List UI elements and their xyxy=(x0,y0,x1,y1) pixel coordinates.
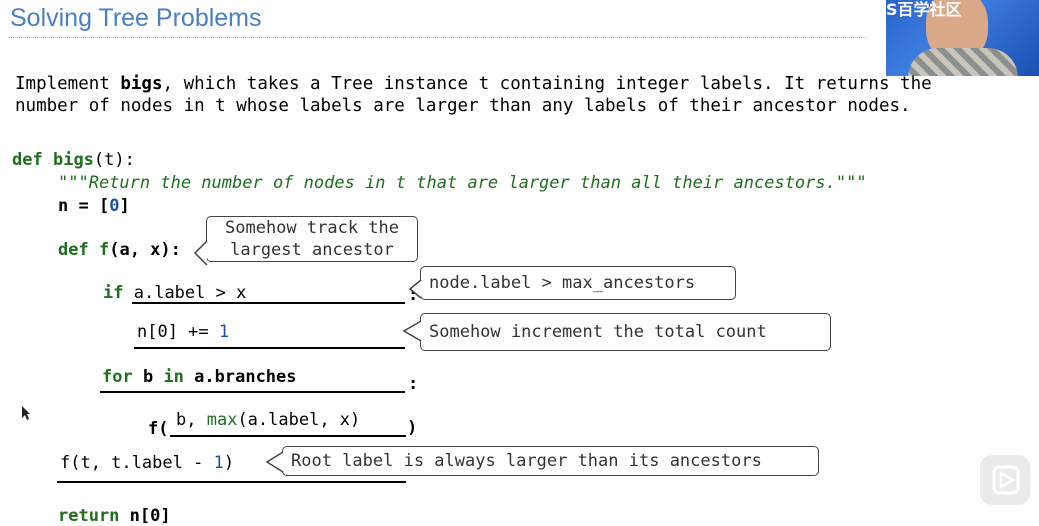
if-line: if a.label > x xyxy=(103,283,247,303)
function-name-bigs: bigs xyxy=(120,74,163,94)
play-button[interactable] xyxy=(980,455,1030,505)
if-blank-underline xyxy=(132,302,405,304)
callout-compare: node.label > max_ancestors xyxy=(420,266,736,300)
description-line-2: number of nodes in t whose labels are la… xyxy=(15,96,911,116)
top-call-underline xyxy=(57,481,406,483)
page-title: Solving Tree Problems xyxy=(10,4,262,32)
def-f-line: def f(a, x): xyxy=(58,240,181,260)
callout-root: Root label is always larger than its anc… xyxy=(282,446,819,476)
top-call-line: f(t, t.label - 1) xyxy=(60,453,235,473)
docstring-line: """Return the number of nodes in t that … xyxy=(58,173,867,193)
recursive-call-args: b, max(a.label, x) xyxy=(176,410,361,430)
description-line-1: Implement bigs, which takes a Tree insta… xyxy=(15,74,932,94)
recursive-call-f: f( xyxy=(148,419,169,439)
for-underline xyxy=(100,391,405,393)
presenter-video[interactable]: S百学社区 xyxy=(886,0,1039,76)
play-icon xyxy=(992,465,1020,495)
for-line: for b in a.branches xyxy=(102,367,297,387)
presenter-shirt xyxy=(908,48,1018,76)
callout-track-largest: Somehow track the largest ancestor xyxy=(206,216,418,262)
def-bigs-line: def bigs(t): xyxy=(12,150,135,170)
increment-underline xyxy=(134,347,405,349)
callout-pointer xyxy=(193,240,208,266)
mouse-pointer-icon xyxy=(22,406,30,420)
watermark: S百学社区 xyxy=(886,0,962,19)
increment-line: n[0] += 1 xyxy=(137,322,230,342)
return-line: return n[0] xyxy=(58,506,171,526)
title-divider xyxy=(8,37,866,38)
callout-pointer xyxy=(402,320,422,342)
recursive-call-close: ) xyxy=(407,418,418,438)
callout-increment: Somehow increment the total count xyxy=(420,313,831,351)
n-assign-line: n = [0] xyxy=(58,196,130,216)
callout-pointer xyxy=(265,451,284,473)
callout-pointer xyxy=(408,279,422,299)
recursive-call-underline xyxy=(170,435,406,437)
if-colon: : xyxy=(408,285,419,305)
for-colon: : xyxy=(408,374,419,394)
